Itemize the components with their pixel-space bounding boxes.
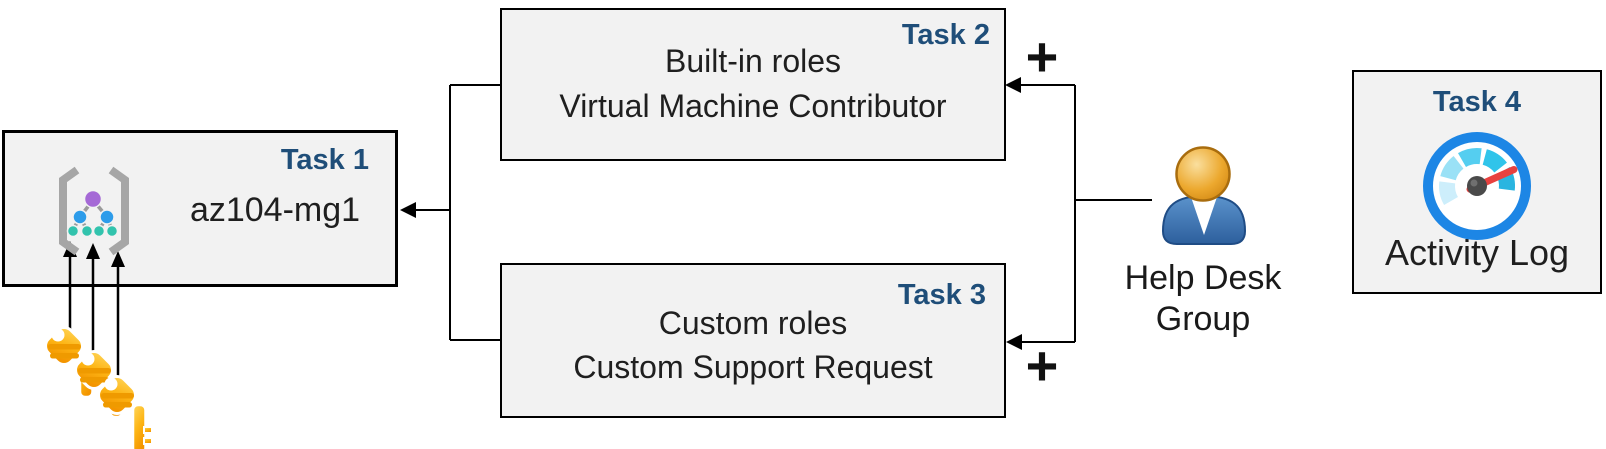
task2-line1: Built-in roles (664, 43, 842, 79)
task2-badge: Task 2 (901, 19, 990, 51)
activity-log-label: Activity Log (1384, 232, 1570, 273)
task4-badge: Task 4 (1432, 86, 1522, 118)
arrowhead-task3 (1006, 334, 1022, 350)
key-icon-3 (97, 375, 153, 449)
key-icon-1 (44, 326, 94, 399)
task1-box: Task 1 az104-mg1 (2, 130, 398, 287)
help-desk-group-line2: Group (1155, 300, 1251, 338)
task3-line2: Custom Support Request (573, 349, 933, 385)
connector-left-bracket (414, 84, 500, 341)
task2-text: Built-in roles Virtual Machine Contribut… (502, 39, 1004, 129)
task2-line2: Virtual Machine Contributor (559, 88, 947, 124)
arrowhead-task1 (400, 202, 416, 218)
user-icon (1161, 146, 1247, 245)
plus-sign-task2: + (1025, 25, 1059, 88)
help-desk-group-line1: Help Desk (1124, 259, 1282, 297)
task3-box: Task 3 Custom roles Custom Support Reque… (500, 263, 1006, 418)
task2-box: Task 2 Built-in roles Virtual Machine Co… (500, 8, 1006, 161)
task3-line1: Custom roles (658, 305, 848, 341)
task3-text: Custom roles Custom Support Request (502, 301, 1004, 389)
task1-title: az104-mg1 (189, 191, 361, 229)
task4-box: Task 4 Activity Log (1352, 70, 1602, 294)
arrowhead-task2 (1005, 77, 1021, 93)
plus-sign-task3: + (1025, 334, 1059, 397)
key-icon-2 (74, 350, 124, 419)
help-desk-group-label: Help Desk Group (1098, 258, 1308, 340)
task1-badge: Task 1 (280, 144, 369, 176)
task3-badge: Task 3 (897, 279, 986, 311)
